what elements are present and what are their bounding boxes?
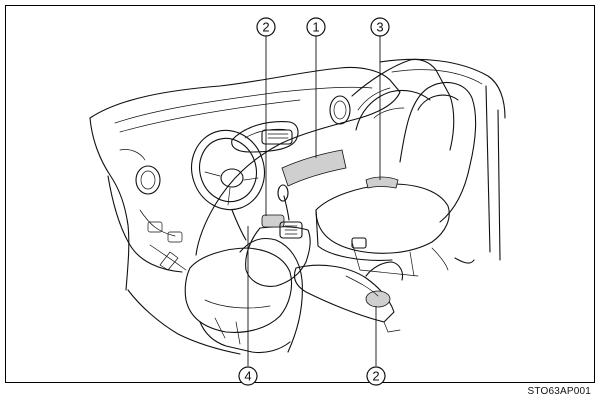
callout-marker-1: 1 (306, 17, 326, 37)
svg-text:3: 3 (376, 20, 383, 35)
dashboard-outline (89, 66, 401, 256)
callout-marker-2-top: 2 (256, 17, 276, 37)
left-vent (135, 165, 161, 195)
center-vent (261, 129, 293, 145)
instrument-cluster (231, 121, 299, 153)
figure-frame (5, 5, 595, 383)
center-console (245, 226, 311, 287)
right-door (351, 58, 455, 151)
center-console-tray (261, 214, 285, 228)
passenger-seat-back (399, 82, 477, 223)
cup-holder (365, 290, 391, 308)
steering-wheel (191, 129, 265, 211)
gear-knob (277, 184, 289, 202)
glove-box (281, 149, 347, 187)
callout-marker-2-bottom: 2 (366, 366, 386, 386)
passenger-seat-cushion (315, 183, 450, 254)
right-vent (329, 95, 351, 125)
svg-text:2: 2 (372, 369, 379, 384)
callout-marker-3: 3 (370, 17, 390, 37)
svg-text:2: 2 (262, 20, 269, 35)
svg-text:4: 4 (244, 369, 251, 384)
svg-text:1: 1 (312, 20, 319, 35)
figure-code: STO63AP001 (527, 386, 591, 397)
driver-seat-back (239, 237, 303, 353)
callout-marker-4: 4 (238, 366, 258, 386)
driver-seat-cushion (184, 247, 293, 333)
seat-box (365, 176, 399, 189)
